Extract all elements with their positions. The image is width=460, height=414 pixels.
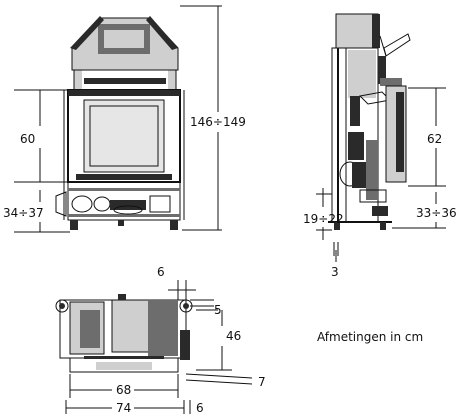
dim-top-total-width: 74 6: [65, 400, 204, 414]
dim-top-bottom-gap: 7: [185, 373, 266, 389]
label-side-base-height: 33÷36: [416, 206, 457, 220]
dim-top-offset-horizontal: 6: [157, 265, 196, 300]
label-side-glass-height: 62: [427, 132, 442, 146]
dim-top-front-width: 68: [69, 374, 179, 398]
label-top-front-width: 68: [116, 383, 131, 397]
dim-front-glass-height: 60: [14, 89, 68, 183]
label-total-height: 146÷149: [190, 115, 246, 129]
label-top-right-gap: 6: [196, 401, 204, 414]
label-glass-height: 60: [20, 132, 35, 146]
side-view: [328, 13, 411, 230]
label-side-lower-height: 19÷22: [303, 212, 344, 226]
dim-side-base-height: 33÷36: [392, 192, 457, 229]
label-top-offset-horizontal: 6: [157, 265, 165, 279]
front-view: [55, 16, 185, 230]
dim-top-offset-vertical: 5: [190, 299, 222, 317]
label-top-total-width: 74: [116, 401, 131, 414]
dim-front-base-height: 34÷37: [3, 190, 70, 233]
dim-front-total-height: 146÷149: [180, 5, 246, 231]
dim-side-glass-height: 62: [408, 87, 446, 187]
label-top-bottom-gap: 7: [258, 375, 266, 389]
dim-side-foot: 3: [331, 242, 339, 279]
label-side-foot: 3: [331, 265, 339, 279]
top-view: [55, 294, 193, 373]
label-base-height: 34÷37: [3, 206, 44, 220]
label-top-depth: 46: [226, 329, 241, 343]
dim-side-lower-height: 19÷22: [303, 188, 344, 240]
units-note: Afmetingen in cm: [317, 330, 424, 344]
dim-top-depth: 46: [196, 309, 241, 371]
